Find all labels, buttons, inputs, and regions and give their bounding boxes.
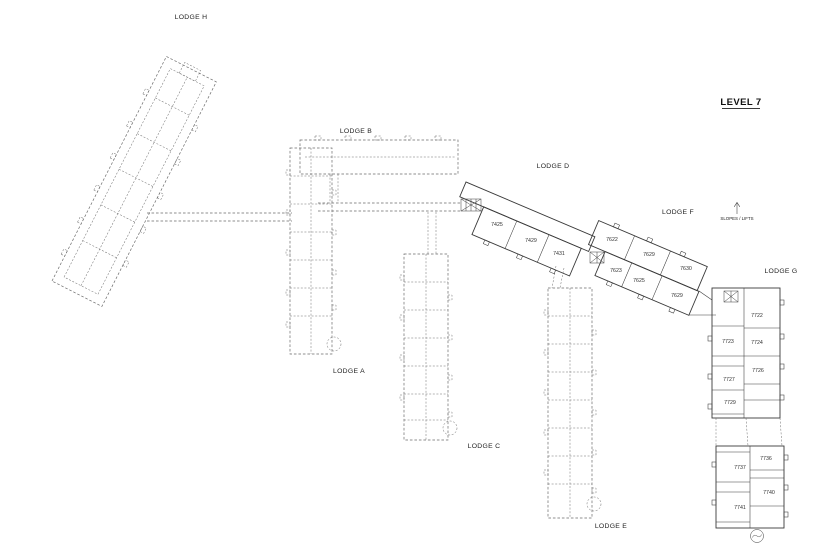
room-label: 7629 bbox=[643, 252, 655, 258]
lodge-d-label: LODGE D bbox=[537, 163, 570, 170]
lodge-c-label: LODGE C bbox=[468, 443, 501, 450]
room-label: 7630 bbox=[680, 266, 692, 272]
lodge-d-outline bbox=[459, 181, 596, 277]
lodge-c: LODGE C bbox=[399, 212, 501, 450]
level-title: LEVEL 7 bbox=[720, 97, 761, 109]
corridor-h-b bbox=[147, 212, 292, 222]
room-label: 7737 bbox=[734, 465, 746, 471]
slopes-lifts-note: SLOPES / LIFTS bbox=[720, 201, 754, 221]
lodge-h-outline bbox=[51, 55, 217, 307]
room-label: 7724 bbox=[751, 340, 763, 346]
room-label: 7623 bbox=[610, 268, 622, 274]
lodge-e: LODGE E bbox=[543, 265, 627, 530]
slopes-lifts-label: SLOPES / LIFTS bbox=[720, 216, 753, 221]
room-label: 7726 bbox=[752, 368, 764, 374]
room-label: 7431 bbox=[553, 251, 565, 257]
lodge-a: LODGE A bbox=[285, 147, 365, 375]
lodge-b-label: LODGE B bbox=[340, 128, 372, 135]
room-label: 7736 bbox=[760, 456, 772, 462]
connector-f-g bbox=[698, 290, 713, 301]
lodge-h-label: LODGE H bbox=[175, 14, 208, 21]
lodge-f: 7622 7629 7630 7623 7625 7629 LODGE F bbox=[587, 209, 716, 316]
room-label: 7625 bbox=[633, 278, 645, 284]
room-label: 7722 bbox=[751, 313, 763, 319]
arrow-up-icon bbox=[733, 201, 741, 214]
room-label: 7740 bbox=[763, 490, 775, 496]
room-label: 7425 bbox=[491, 222, 503, 228]
page-title: LEVEL 7 bbox=[720, 97, 761, 108]
room-label: 7622 bbox=[606, 237, 618, 243]
lift-icon bbox=[460, 198, 482, 212]
room-label: 7729 bbox=[724, 400, 736, 406]
lodge-b: LODGE B bbox=[299, 128, 462, 212]
room-label: 7741 bbox=[734, 505, 746, 511]
lift-icon bbox=[723, 290, 739, 303]
room-label: 7723 bbox=[722, 339, 734, 345]
room-label: 7429 bbox=[525, 238, 537, 244]
room-label: 7727 bbox=[723, 377, 735, 383]
lodge-f-label: LODGE F bbox=[662, 209, 694, 216]
lodge-g-label: LODGE G bbox=[764, 268, 797, 275]
lift-icon bbox=[589, 251, 605, 264]
lodge-g: 7723 7727 7729 7737 7741 7722 7724 7726 … bbox=[707, 268, 797, 543]
lodge-d: 7425 7429 7431 LODGE D bbox=[459, 163, 596, 277]
room-label: 7629 bbox=[671, 293, 683, 299]
lodge-g-gap bbox=[779, 417, 783, 447]
lodge-a-label: LODGE A bbox=[333, 368, 365, 375]
circle-symbol-icon bbox=[750, 529, 764, 543]
lodge-g-gap bbox=[745, 417, 749, 447]
lodge-h: LODGE H bbox=[51, 14, 217, 307]
lodge-f-outline bbox=[587, 219, 708, 316]
lodge-g-upper-outline bbox=[711, 287, 781, 419]
lodge-e-label: LODGE E bbox=[595, 523, 627, 530]
